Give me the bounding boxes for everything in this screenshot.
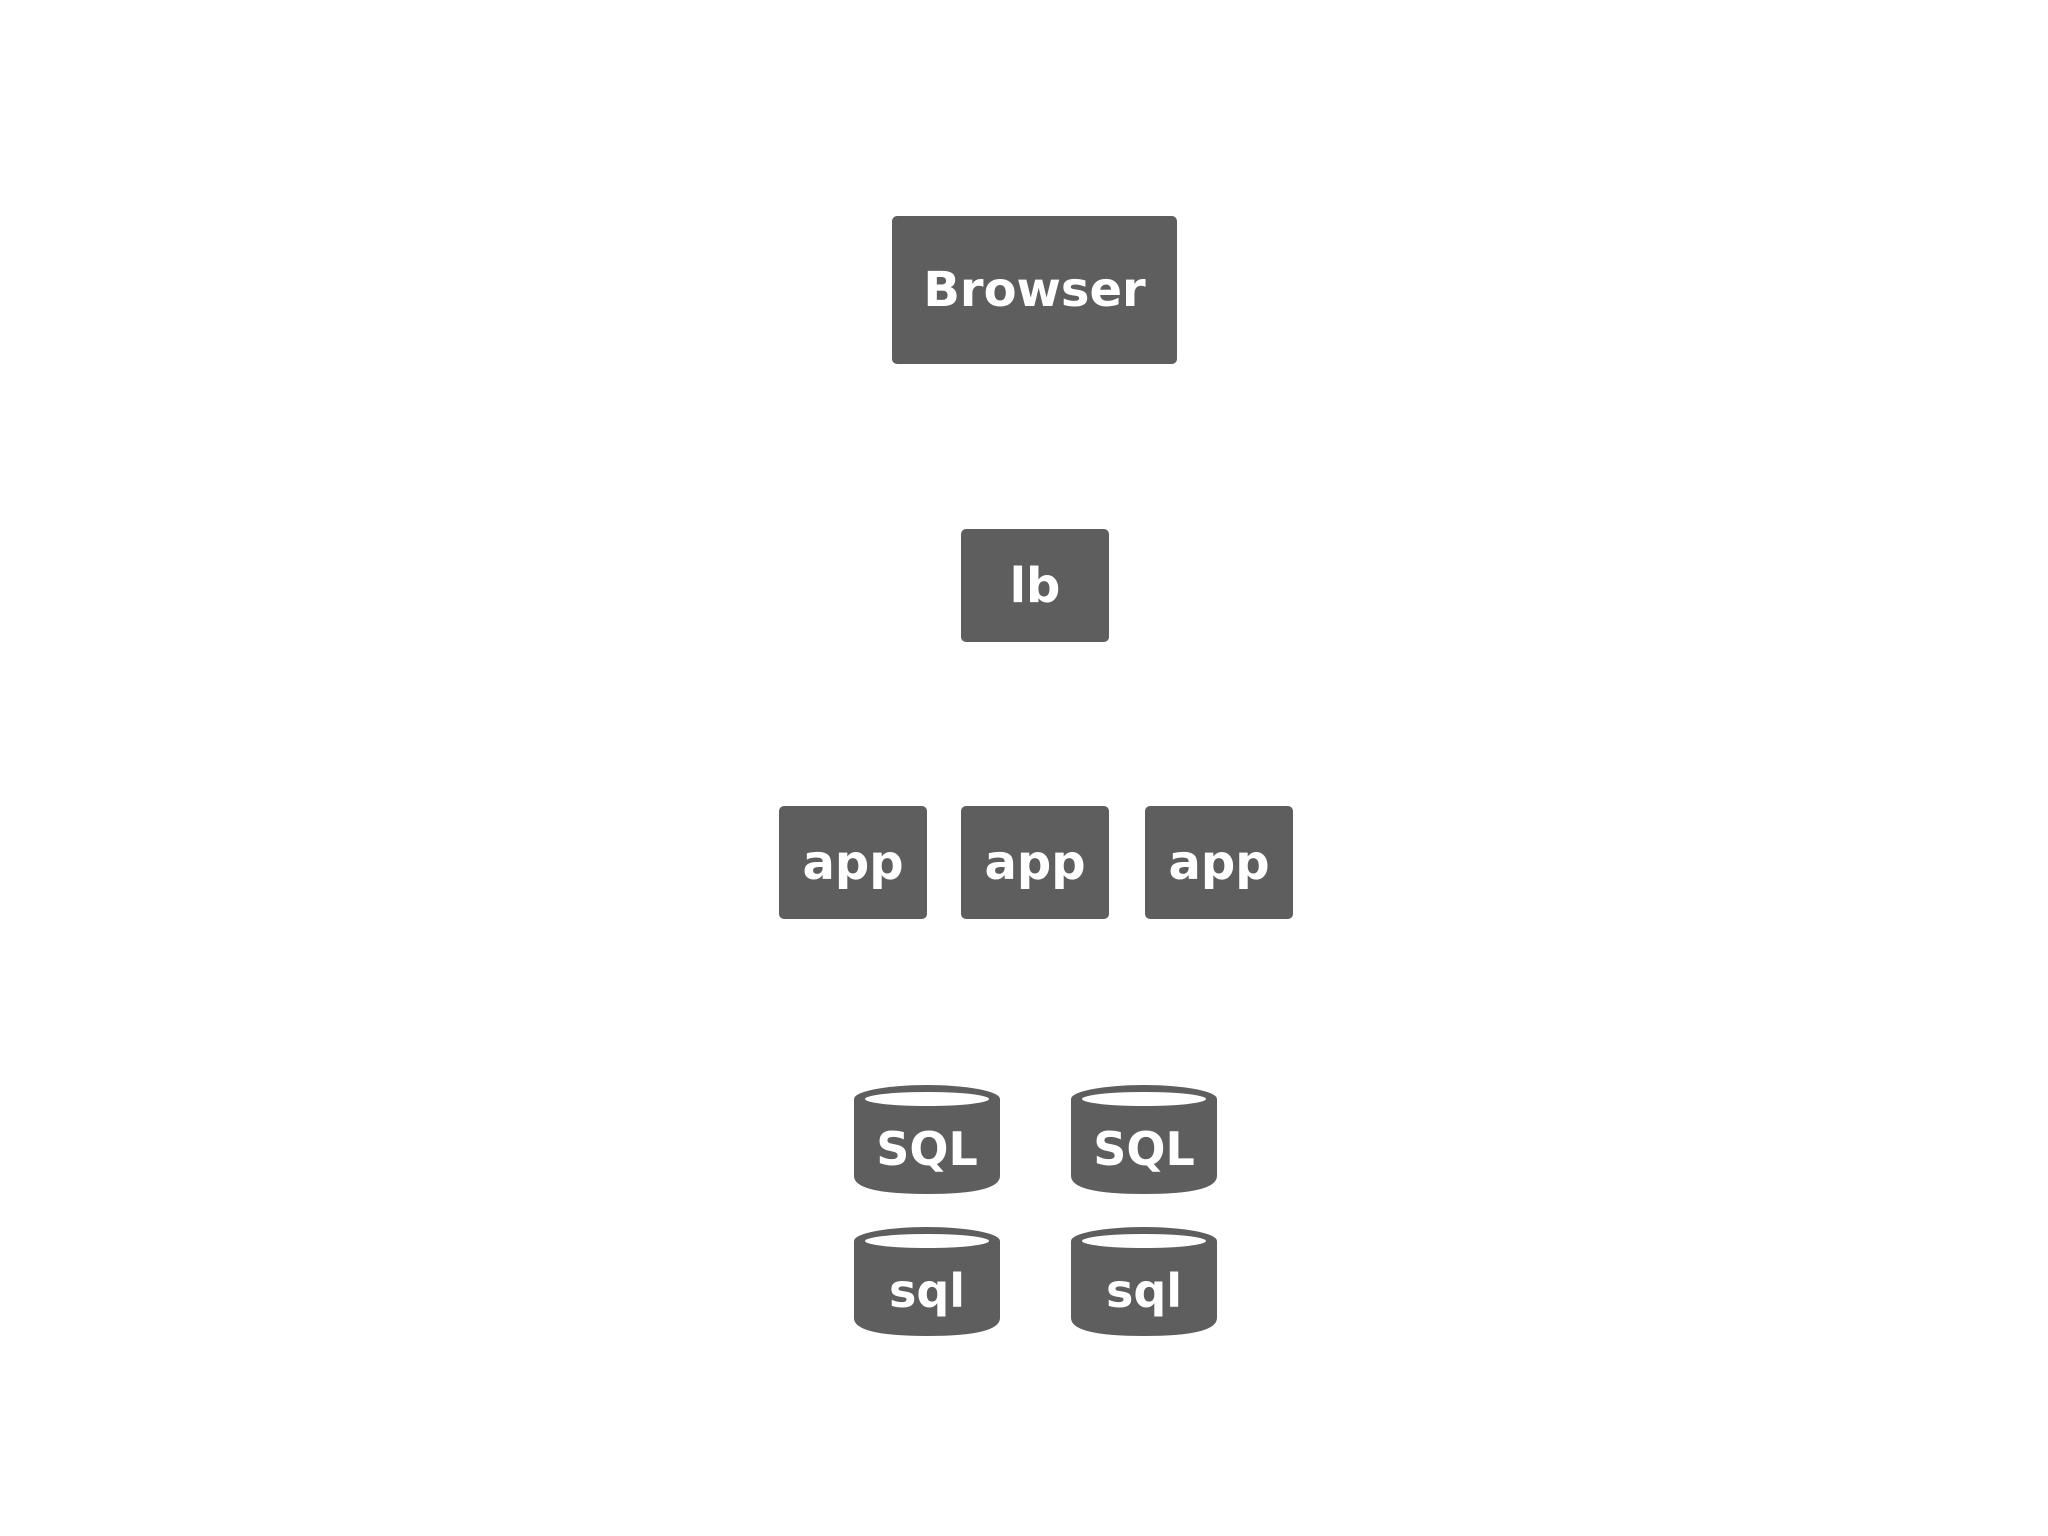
database-cylinder-icon: [1071, 1085, 1217, 1194]
database-label-1: SQL: [876, 1122, 978, 1176]
database-cylinder-icon: [1071, 1227, 1217, 1336]
app-node-2: app: [961, 806, 1109, 919]
browser-node: Browser: [892, 216, 1177, 364]
database-node-4: sql: [1069, 1223, 1219, 1338]
database-node-2: SQL: [1069, 1081, 1219, 1196]
database-node-3: sql: [852, 1223, 1002, 1338]
app-label-3: app: [1168, 834, 1270, 891]
database-cylinder-icon: [854, 1085, 1000, 1194]
database-label-2: SQL: [1093, 1122, 1195, 1176]
app-label-2: app: [984, 834, 1086, 891]
load-balancer-node: lb: [961, 529, 1109, 642]
database-label-3: sql: [888, 1264, 966, 1318]
database-cylinder-icon: [854, 1227, 1000, 1336]
database-node-1: SQL: [852, 1081, 1002, 1196]
database-label-4: sql: [1105, 1264, 1183, 1318]
app-node-1: app: [779, 806, 927, 919]
browser-label: Browser: [923, 262, 1146, 318]
lb-label: lb: [1009, 557, 1061, 614]
app-node-3: app: [1145, 806, 1293, 919]
app-label-1: app: [802, 834, 904, 891]
